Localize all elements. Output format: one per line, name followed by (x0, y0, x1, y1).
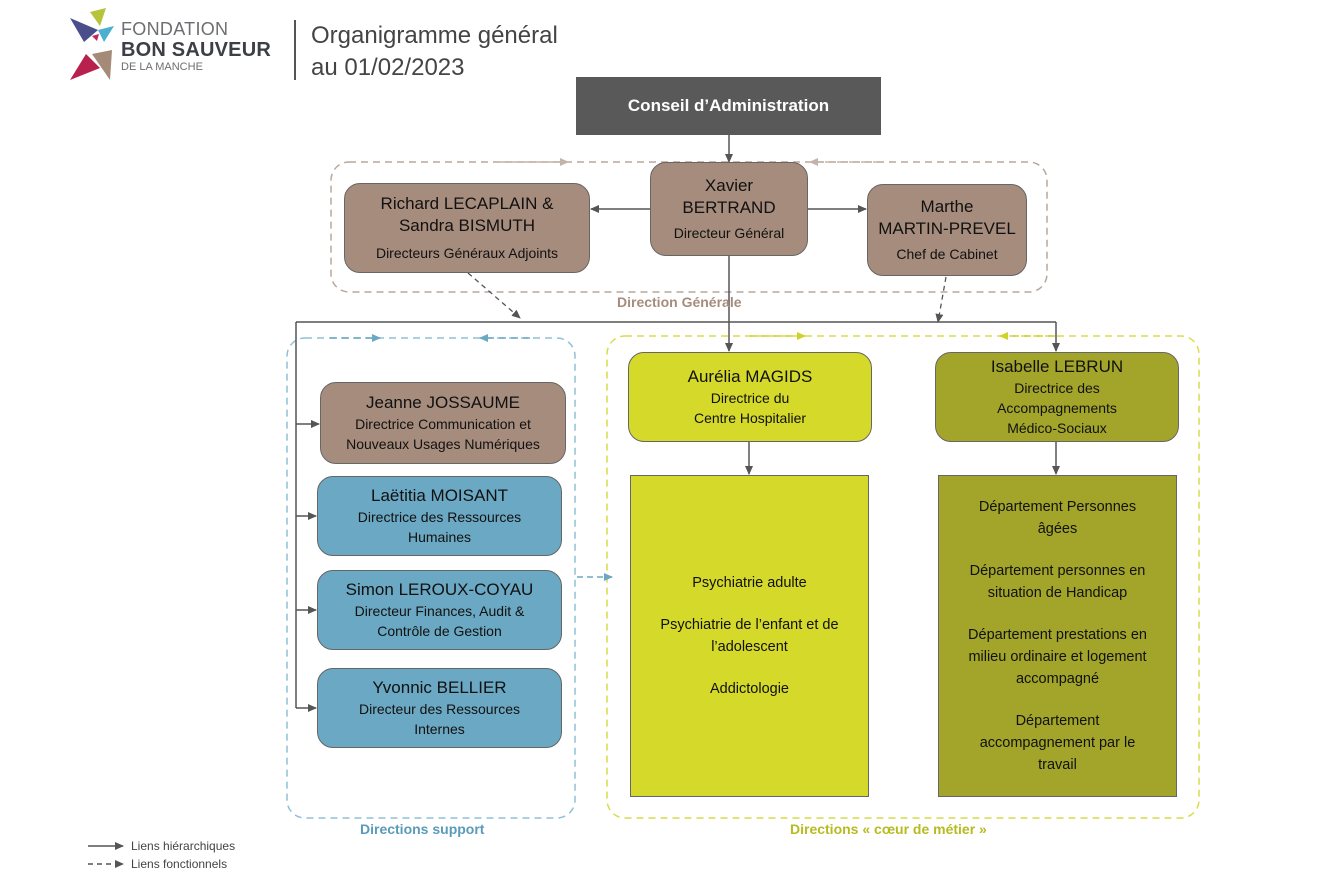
support-role-line-2: Humaines (407, 529, 472, 545)
hospital-director-name: Aurélia MAGIDS (687, 367, 813, 386)
dga-role: Directeurs Généraux Adjoints (375, 245, 559, 261)
title-separator (294, 20, 296, 80)
support-name: Jeanne JOSSAUME (365, 393, 520, 412)
support-name: Simon LEROUX-COYAU (345, 580, 534, 599)
logo-line-region: DE LA MANCHE (121, 61, 203, 73)
support-box-finance: Simon LEROUX-COYAU Directeur Finances, A… (317, 570, 562, 650)
hospital-director-box: Aurélia MAGIDS Directrice du Centre Hosp… (628, 352, 872, 442)
hospital-role-line-2: Centre Hospitalier (693, 410, 807, 426)
legend-hierarchical: Liens hiérarchiques (131, 839, 235, 853)
legend-functional: Liens fonctionnels (131, 857, 227, 871)
hospital-department: Psychiatrie adulte (692, 575, 807, 591)
foundation-logo (70, 8, 114, 80)
support-role-line-2: Internes (414, 721, 465, 737)
support-region-label: Directions support (360, 821, 485, 837)
hospital-department: Addictologie (710, 681, 789, 697)
support-name: Yvonnic BELLIER (372, 678, 507, 697)
dga-name-line-2: Sandra BISMUTH (398, 216, 536, 235)
support-name: Laëtitia MOISANT (371, 486, 508, 505)
title-line-1: Organigramme général (311, 22, 558, 49)
hospital-departments-box: Psychiatrie adulte Psychiatrie de l’enfa… (630, 475, 869, 797)
deputy-directors-box: Richard LECAPLAIN & Sandra BISMUTH Direc… (344, 183, 590, 273)
medico-role-line-3: Médico-Sociaux (1007, 420, 1107, 436)
dg-first-name: Xavier (704, 176, 754, 195)
director-general-box: Xavier BERTRAND Directeur Général (650, 162, 808, 256)
board-box: Conseil d’Administration (576, 77, 881, 135)
chief-of-staff-box: Marthe MARTIN-PREVEL Chef de Cabinet (867, 184, 1027, 276)
support-region (286, 337, 576, 819)
medico-role-line-1: Directrice des (1014, 380, 1100, 396)
cabinet-last-name: MARTIN-PREVEL (878, 219, 1016, 238)
support-role-line-1: Directeur des Ressources (358, 701, 521, 717)
medico-social-director-box: Isabelle LEBRUN Directrice des Accompagn… (935, 352, 1179, 442)
dga-name-line-1: Richard LECAPLAIN & (380, 194, 554, 213)
board-label: Conseil d’Administration (627, 96, 830, 115)
direction-generale-label: Direction Générale (617, 294, 742, 310)
coeur-region-label: Directions « cœur de métier » (790, 821, 987, 837)
dg-role: Directeur Général (673, 225, 785, 241)
support-role-line-1: Directrice des Ressources (357, 509, 522, 525)
medico-role-line-2: Accompagnements (997, 400, 1117, 416)
title-line-2: au 01/02/2023 (311, 54, 465, 81)
support-role-line-1: Directrice Communication et (355, 416, 531, 432)
medico-director-name: Isabelle LEBRUN (990, 357, 1124, 376)
logo-line-fondation: FONDATION (121, 19, 229, 39)
page-title: Organigramme général au 01/02/2023 (311, 20, 558, 84)
hospital-role-line-1: Directrice du (710, 390, 790, 406)
cabinet-role: Chef de Cabinet (896, 246, 998, 262)
logo-line-name: BON SAUVEUR (121, 39, 271, 61)
support-role-line-2: Nouveaux Usages Numériques (346, 436, 540, 452)
legend-hierarchical-label: Liens hiérarchiques (131, 839, 236, 853)
cabinet-first-name: Marthe (920, 197, 974, 216)
support-role-line-2: Contrôle de Gestion (377, 623, 502, 639)
support-box-hr: Laëtitia MOISANT Directrice des Ressourc… (317, 476, 562, 556)
logo-text: FONDATION BON SAUVEUR DE LA MANCHE (121, 20, 271, 73)
support-role-line-1: Directeur Finances, Audit & (354, 603, 525, 619)
support-box-communication: Jeanne JOSSAUME Directrice Communication… (320, 382, 566, 464)
dg-last-name: BERTRAND (682, 198, 776, 217)
support-box-internal-resources: Yvonnic BELLIER Directeur des Ressources… (317, 668, 562, 748)
legend-functional-label: Liens fonctionnels (131, 857, 228, 871)
